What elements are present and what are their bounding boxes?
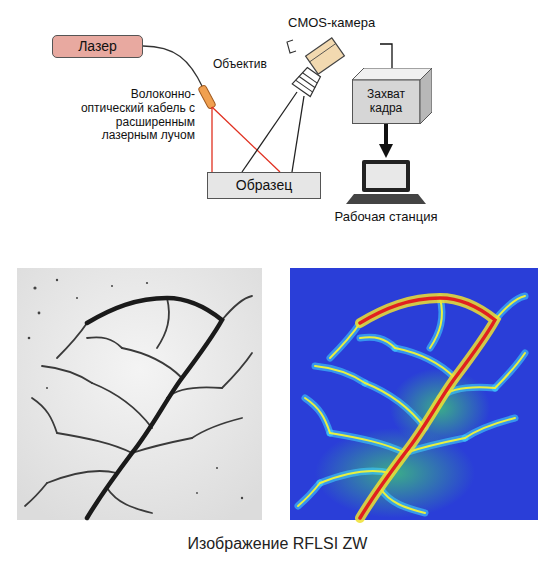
connector [380,44,392,68]
laser-ray [212,107,280,172]
workstation-laptop: Рабочая станция [321,158,451,230]
part-label: Объектив [213,58,288,72]
laser-ray [211,107,212,172]
node-label: Образец [236,177,292,193]
frame-grabber-box: Захват кадра [352,68,432,124]
imaging-ray [292,96,304,172]
grayscale-vessel-image [17,268,262,520]
image-caption: Изображение RFLSI ZW [0,535,555,553]
sample-box: Образец [207,172,321,199]
fiber-cable [143,46,203,88]
connector [384,124,388,144]
node-label: Захват кадра [352,80,420,124]
part-label: Волоконно-оптический кабель с расширенны… [78,88,195,143]
node-label: CMOS-камера [288,16,375,31]
objective-bracket [287,40,296,53]
laser-box: Лазер [52,35,143,58]
imaging-ray [242,92,297,172]
node-label: Рабочая станция [321,210,451,225]
fiber-tip [198,85,216,110]
color-flow-image [290,268,538,520]
node-label: Лазер [78,38,117,54]
laptop-icon [324,158,448,206]
